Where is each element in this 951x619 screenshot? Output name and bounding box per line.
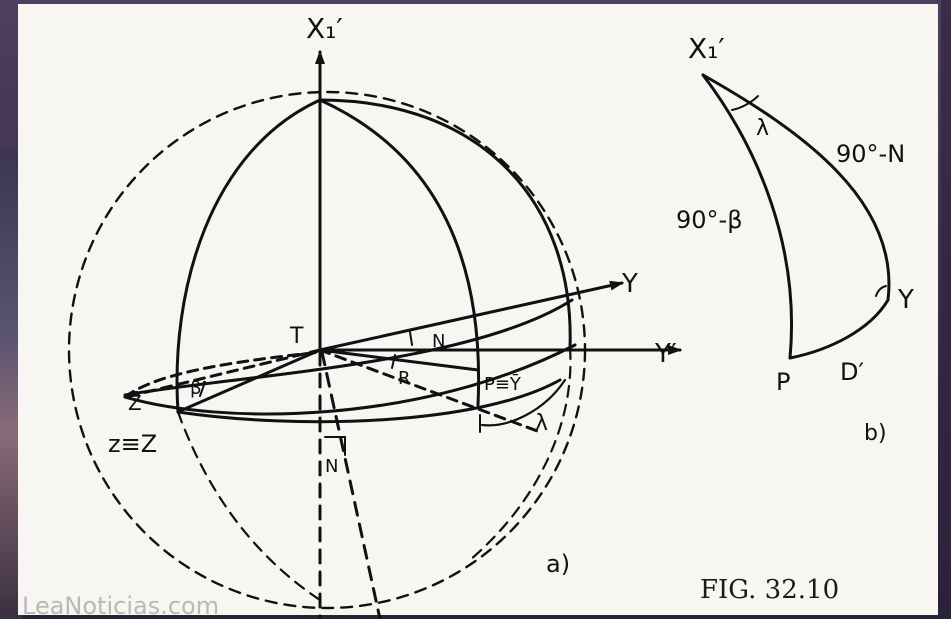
triangle-side-d [788, 298, 890, 360]
label-side-90-beta: 90°-β [676, 206, 743, 234]
label-pole-x1: X₁′ [306, 12, 343, 45]
triangle-side-90-n [701, 73, 891, 302]
meridian-left [175, 98, 322, 414]
back-meridian-dashed-right [468, 346, 572, 562]
angle-beta-mark [199, 381, 206, 397]
label-lambda-a: λ [535, 411, 548, 436]
label-axis-y: Y [621, 269, 638, 299]
label-side-d-b: D′ [840, 358, 864, 386]
label-lambda-b: λ [756, 116, 769, 141]
label-zenith-z: z≡Z [108, 430, 157, 458]
label-nadir-n: N [325, 456, 338, 477]
y-angle-arc-b [875, 285, 887, 297]
label-axis-y-prime: Y′ [654, 339, 677, 369]
meridian-middle [318, 98, 481, 407]
figure-paper [18, 4, 938, 615]
label-side-90-n: 90°-N [836, 140, 905, 168]
caption-a: a) [546, 550, 570, 578]
lower-arc [176, 378, 562, 424]
background-right-edge [941, 0, 951, 619]
label-vertex-p-b: P [776, 368, 790, 396]
equator-front [123, 298, 574, 397]
triangle-side-90-beta [701, 73, 794, 360]
label-vertex-y-b: Y [897, 285, 914, 315]
label-vertex-x1-b: X₁′ [688, 32, 725, 65]
radius-to-p [318, 348, 480, 372]
label-center-t: T [289, 324, 304, 349]
label-point-py: P≡Ȳ [484, 373, 522, 395]
caption-b: b) [864, 421, 887, 446]
background-left-edge [0, 150, 22, 619]
watermark-text: LeaNoticias.com [22, 592, 219, 619]
meridian-right [318, 98, 572, 350]
back-meridian-dashed [176, 410, 322, 602]
label-beta-prime: β′ [190, 378, 206, 399]
right-angle-mark [324, 436, 346, 456]
figure-number-label: FIG. 32.10 [700, 575, 839, 605]
label-z-bar: Z̄ [128, 390, 142, 415]
angle-n-mark [409, 331, 413, 346]
radius-to-beta [178, 348, 322, 413]
radius-dashed-to-lambda [318, 348, 542, 434]
label-angle-n: N [432, 331, 445, 352]
angle-r-mark [391, 354, 396, 369]
lambda-angle-arc-b [731, 95, 759, 111]
axis-y [318, 280, 624, 352]
nadir-direction-dashed [320, 350, 382, 619]
lambda-arc [480, 378, 567, 427]
ecliptic-front [123, 343, 577, 416]
label-angle-r: R [398, 368, 411, 389]
radius-dashed-to-z [128, 348, 322, 398]
